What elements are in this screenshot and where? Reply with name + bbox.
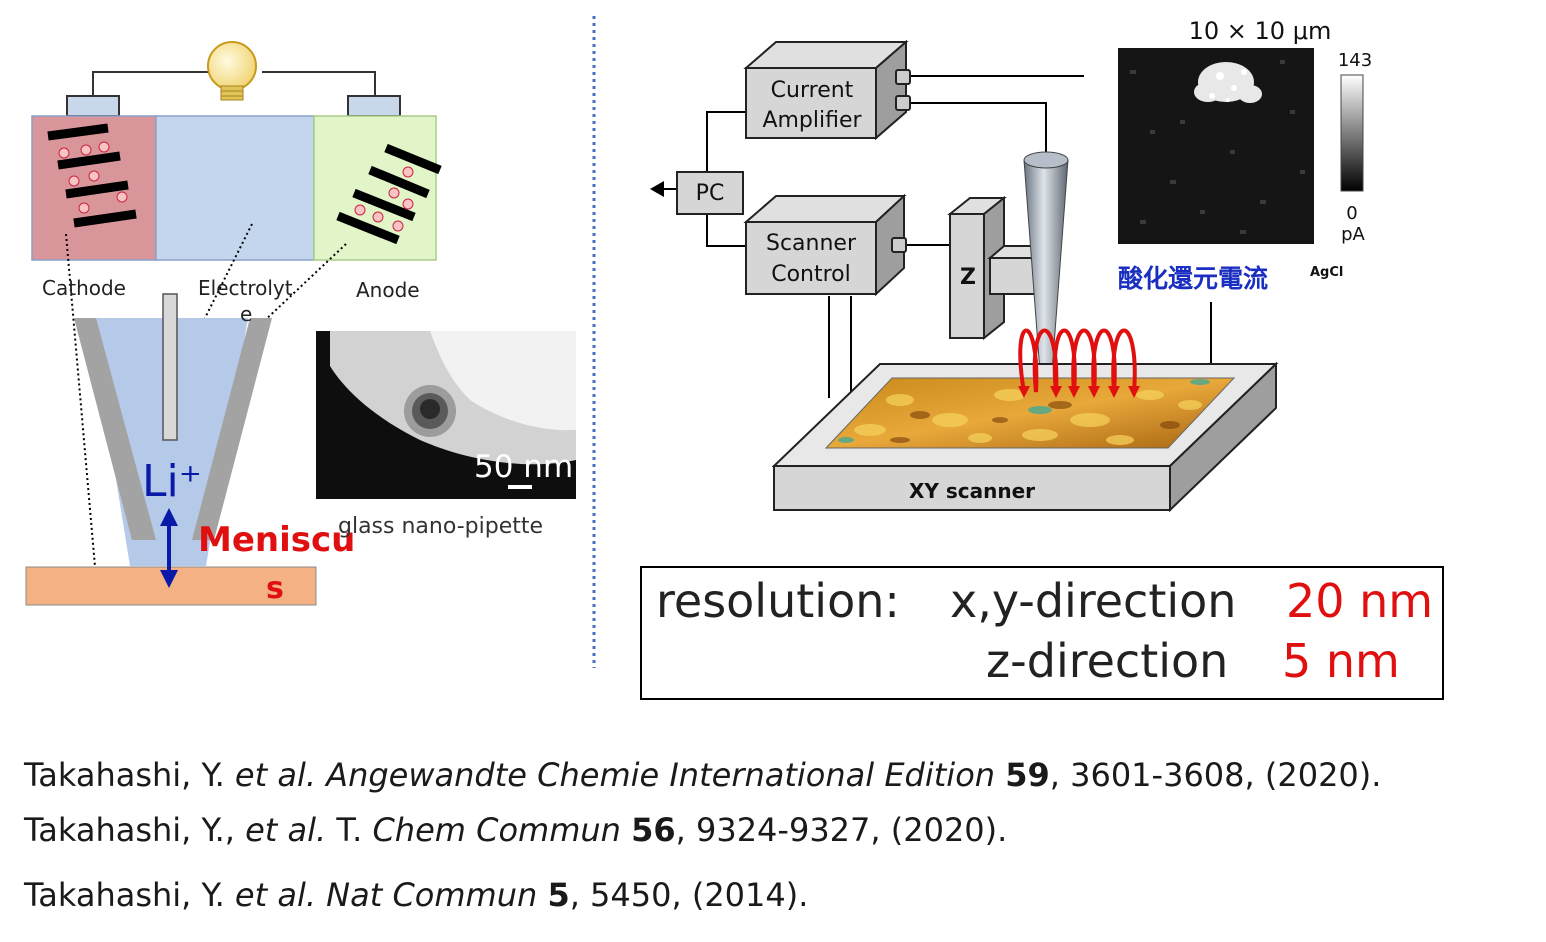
pc-label: PC xyxy=(696,181,725,206)
z-piezo-label: Z xyxy=(960,265,976,290)
ref-volume: 5 xyxy=(547,876,570,914)
pc-box xyxy=(676,171,744,215)
ref-pages: , 3601-3608, (2020). xyxy=(1049,756,1382,794)
svg-labels: Cathode Electrolyt e Anode Li⁺ Meniscu s… xyxy=(42,17,1372,606)
ref-volume: 56 xyxy=(631,811,676,849)
surface-texture xyxy=(854,389,1202,445)
ref-authors: Takahashi, Y., xyxy=(24,811,246,849)
xy-scanner xyxy=(771,361,1279,513)
map-size-label: 10 × 10 μm xyxy=(1189,17,1332,45)
resolution-label: resolution: xyxy=(656,574,900,628)
electrolyte-label-wrap: e xyxy=(240,302,252,326)
anode-layers xyxy=(336,143,442,245)
sicm-setup xyxy=(650,39,1364,513)
scanner-label-1: Scanner xyxy=(766,231,857,256)
meniscus-label-wrap: s xyxy=(266,571,284,606)
z-piezo xyxy=(947,195,1041,341)
ref-mid xyxy=(316,876,326,914)
ref-authors: Takahashi, Y. xyxy=(24,756,235,794)
ref-mid: T. xyxy=(326,811,373,849)
electrolyte-block xyxy=(155,115,315,261)
pc-output-arrow-icon xyxy=(650,181,664,197)
agcl-label: AgCl xyxy=(1310,265,1343,280)
ref-journal: Angewandte Chemie International Edition xyxy=(326,756,996,794)
electrode-wire xyxy=(162,293,178,441)
ref-etal: et al. xyxy=(234,756,316,794)
redox-current-label: 酸化還元電流 xyxy=(1118,264,1268,293)
reference-3: Takahashi, Y. et al. Nat Commun 5, 5450,… xyxy=(24,876,808,914)
hop-arrowheads xyxy=(1018,386,1140,398)
pipette-wall-left xyxy=(74,318,156,540)
nanopipette xyxy=(25,293,317,606)
z-resolution-value: 5 nm xyxy=(1282,634,1400,688)
ref-journal: Nat Commun xyxy=(326,876,538,914)
ref-authors: Takahashi, Y. xyxy=(24,876,235,914)
scanner-label-2: Control xyxy=(771,262,851,287)
surface-shadows xyxy=(890,401,1180,443)
sample-surface xyxy=(824,377,1236,449)
reference-1: Takahashi, Y. et al. Angewandte Chemie I… xyxy=(24,756,1381,794)
scale-bar-label: 50 nm xyxy=(474,449,573,485)
anode-label: Anode xyxy=(356,278,420,302)
pipette-wall-right xyxy=(192,318,272,540)
cathode-terminal xyxy=(66,95,120,117)
li-ions-cathode xyxy=(58,141,128,214)
pipette-caption: glass nano-pipette xyxy=(338,514,543,539)
scanner-control-box xyxy=(743,193,907,297)
colorbar xyxy=(1340,74,1364,192)
resolution-box xyxy=(640,566,1444,700)
reference-2: Takahashi, Y., et al. T. Chem Commun 56,… xyxy=(24,811,1007,849)
li-ion-label: Li⁺ xyxy=(142,456,202,507)
cathode-label: Cathode xyxy=(42,276,126,300)
xy-scanner-label: XY scanner xyxy=(909,479,1035,503)
battery-diagram xyxy=(31,41,442,579)
colorbar-min: 0 xyxy=(1346,203,1357,224)
anode-terminal xyxy=(347,95,401,117)
li-ions-anode xyxy=(354,166,414,232)
double-arrow-icon xyxy=(160,508,178,588)
ref-journal: Chem Commun xyxy=(372,811,621,849)
wires xyxy=(656,75,1212,398)
ref-etal: et al. xyxy=(245,811,327,849)
amplifier-label-1: Current xyxy=(771,78,854,103)
scale-bar xyxy=(508,485,532,489)
xy-resolution-value: 20 nm xyxy=(1286,574,1434,628)
ref-etal: et al. xyxy=(234,876,316,914)
ref-volume: 59 xyxy=(1005,756,1050,794)
current-amplifier-box xyxy=(743,39,911,141)
surface-highlights xyxy=(838,379,1210,443)
ref-pages: , 5450, (2014). xyxy=(569,876,809,914)
ref-pages: , 9324-9327, (2020). xyxy=(675,811,1008,849)
amplifier-label-2: Amplifier xyxy=(762,108,862,133)
lightbulb-icon xyxy=(207,41,257,101)
current-map xyxy=(1118,48,1314,244)
wire-right xyxy=(262,71,376,96)
xy-direction-label: x,y-direction xyxy=(950,574,1237,628)
colorbar-unit: pA xyxy=(1341,224,1365,245)
sem-image xyxy=(316,331,576,499)
meniscus-label: Meniscu xyxy=(198,520,355,560)
cathode-layers xyxy=(47,123,137,228)
z-direction-label: z-direction xyxy=(986,634,1229,688)
colorbar-max: 143 xyxy=(1338,50,1372,71)
electrolyte-label: Electrolyt xyxy=(198,276,293,300)
